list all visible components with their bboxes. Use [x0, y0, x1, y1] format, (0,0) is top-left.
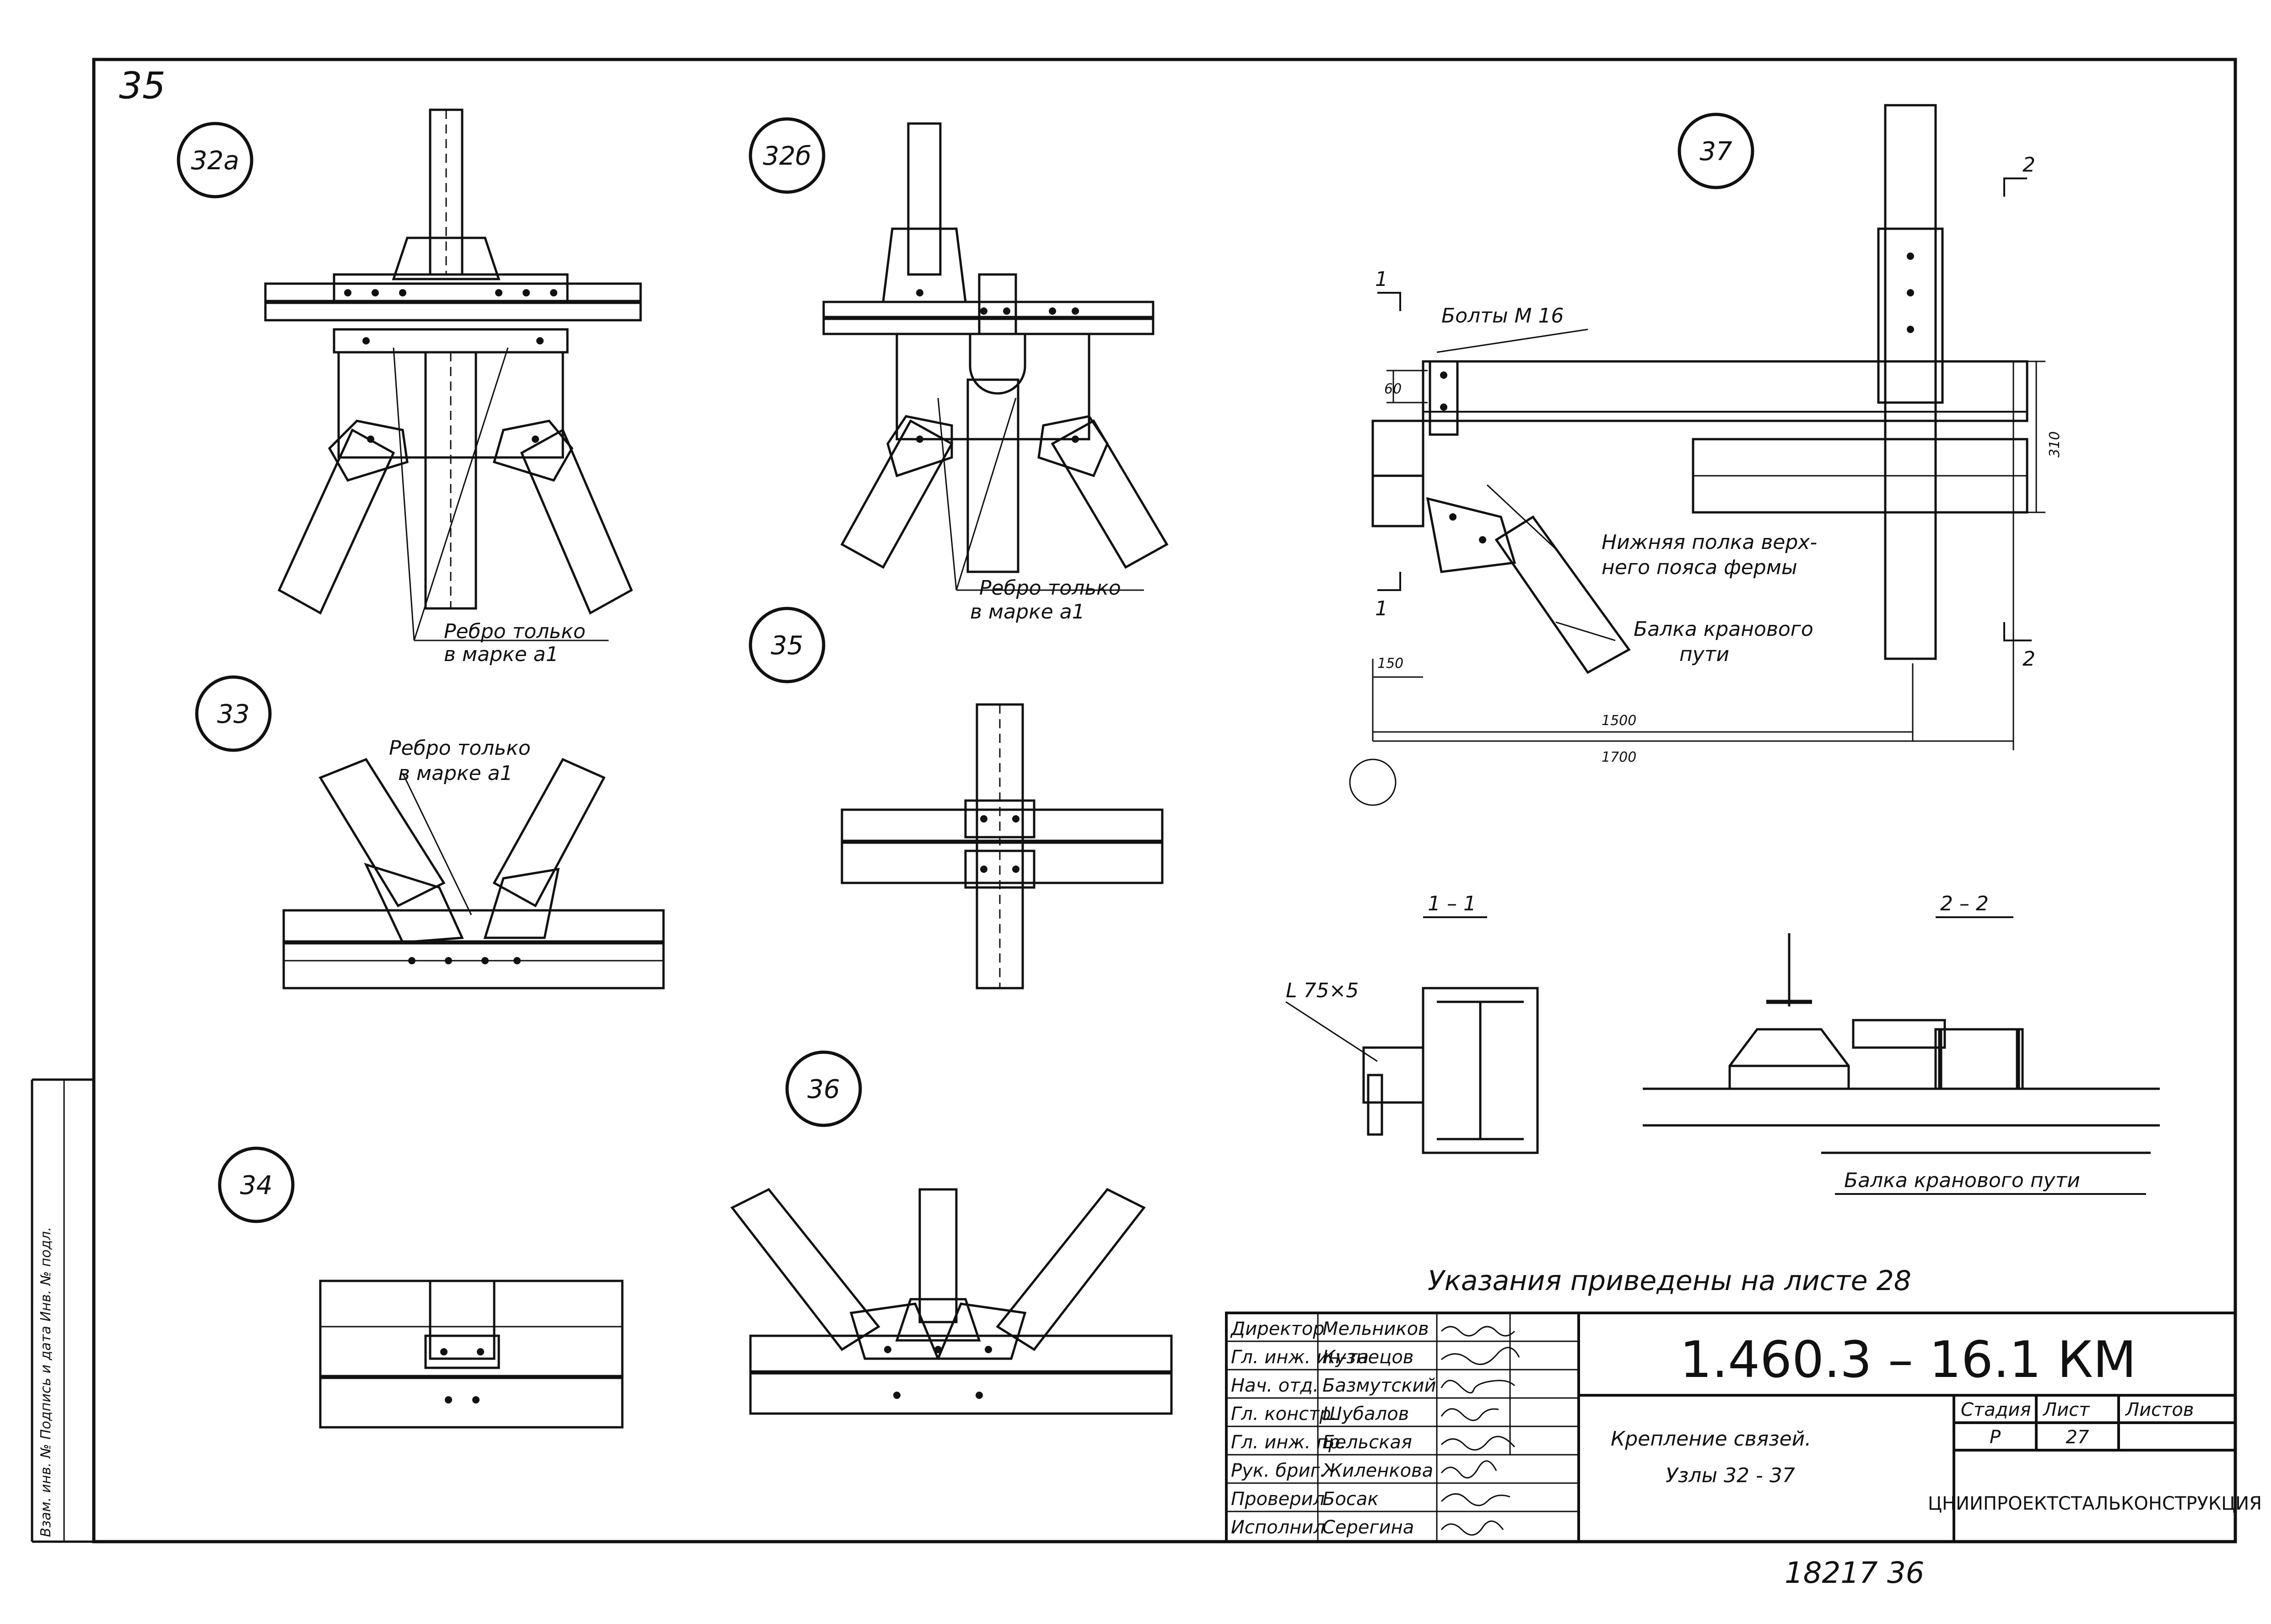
sheet-header: Лист [2042, 1399, 2090, 1420]
sheet-frame [31, 58, 2237, 1543]
signatures [1440, 1326, 1520, 1536]
staff-role-4: Гл. инж. пр. [1231, 1432, 1346, 1453]
node-32a-rib-note-2: в марке а1 [444, 643, 559, 666]
staff-name-1: Кузнецов [1322, 1347, 1413, 1368]
sheets-header: Листов [2125, 1399, 2194, 1420]
node-32b-rib-note-2: в марке а1 [970, 600, 1085, 624]
node-36: 36 [730, 1050, 1173, 1415]
node-32b-rib-note-1: Ребро только [979, 576, 1121, 600]
node-32a: 32а [177, 108, 642, 666]
cut-1-top: 1 [1375, 268, 1388, 291]
cut-1-bottom: 1 [1375, 597, 1388, 620]
angle-label: L 75×5 [1286, 979, 1359, 1002]
staff-name-2: Базмутский [1322, 1375, 1436, 1396]
footer-number: 18217 36 [1785, 1556, 1924, 1590]
node-37-label: 37 [1699, 137, 1732, 167]
section-2-2-title: 2 – 2 [1940, 892, 1989, 915]
side-margin-text: Взам. инв. № Подпись и дата Инв. № подл. [38, 1227, 54, 1537]
staff-role-0: Директор [1230, 1318, 1325, 1339]
section-2-2-beam-label: Балка кранового пути [1844, 1169, 2080, 1192]
dim-1700: 1700 [1602, 749, 1636, 765]
crane-beam-label-1: Балка кранового [1634, 618, 1813, 641]
staff-role-6: Проверил [1231, 1489, 1325, 1510]
node-34-label: 34 [240, 1171, 272, 1200]
cut-2-top: 2 [2023, 153, 2035, 177]
lower-flange-label-2: него пояса фермы [1602, 556, 1797, 579]
node-35-marker [749, 607, 825, 683]
dim-310: 310 [2047, 431, 2063, 457]
title-block: 1.460.3 – 16.1 КМ Крепление связей. Узлы… [1225, 1312, 2262, 1543]
stage-value: Р [1990, 1427, 2001, 1448]
node-34: 34 [218, 1146, 624, 1429]
node-32a-marker [177, 122, 254, 199]
dim-150: 150 [1377, 656, 1403, 672]
staff-role-7: Исполнил [1231, 1517, 1325, 1538]
node-32b-marker [749, 117, 825, 194]
organization-name: ЦНИИПРОЕКТСТАЛЬКОНСТРУКЦИЯ [1928, 1493, 2262, 1514]
node-33-marker [195, 675, 272, 752]
node-32a-rib-note-1: Ребро только [444, 620, 586, 643]
staff-role-3: Гл. констр. [1231, 1404, 1337, 1425]
section-2-2: 2 – 2 Балка кранового пути [1643, 892, 2160, 1195]
staff-name-3: Шубалов [1322, 1404, 1409, 1425]
crane-beam-label-2: пути [1679, 643, 1729, 666]
doc-code: 1.460.3 – 16.1 КМ [1680, 1330, 2136, 1389]
cut-2-bottom: 2 [2023, 647, 2035, 671]
dim-1500: 1500 [1602, 713, 1636, 729]
section-1-1-title: 1 – 1 [1428, 892, 1476, 915]
stage-header: Стадия [1961, 1399, 2031, 1420]
node-32b: 32б Ребро только в марке а1 [749, 117, 1169, 624]
node-33-label: 33 [217, 699, 249, 729]
sheet-value: 27 [2066, 1427, 2089, 1448]
node-32b-label: 32б [763, 141, 811, 171]
drawing-title-1: Крепление связей. [1611, 1427, 1811, 1451]
node-33-rib-note-2: в марке а1 [398, 762, 513, 785]
node-37: 37 [1349, 104, 2063, 806]
dim-60: 60 [1384, 381, 1402, 397]
sheet-corner-number: 35 [119, 65, 166, 107]
bolts-label: Болты М 16 [1441, 304, 1564, 328]
node-36-label: 36 [807, 1075, 840, 1104]
node-35: 35 [749, 607, 1164, 989]
section-1-1: 1 – 1 L 75×5 [1285, 892, 1539, 1154]
node-35-label: 35 [771, 631, 803, 661]
node-34-marker [218, 1146, 295, 1223]
node-37-marker [1678, 113, 1754, 189]
staff-role-5: Рук. бриг. [1231, 1460, 1326, 1481]
node-36-marker [785, 1050, 862, 1127]
drawing-title-2: Узлы 32 - 37 [1666, 1464, 1795, 1487]
staff-name-7: Серегина [1322, 1517, 1414, 1538]
instructions-note: Указания приведены на листе 28 [1428, 1265, 1911, 1297]
staff-name-6: Босак [1322, 1489, 1379, 1510]
node-33-rib-note-1: Ребро только [389, 737, 531, 760]
node-32a-label: 32а [191, 146, 239, 176]
staff-role-2: Нач. отд. [1231, 1375, 1319, 1396]
staff-role-1: Гл. инж. ин-та [1231, 1347, 1369, 1368]
staff-name-5: Жиленкова [1321, 1460, 1433, 1481]
node-33: 33 Ребро только в марке а1 [195, 675, 665, 989]
staff-name-0: Мельников [1322, 1318, 1429, 1339]
staff-name-4: Бельская [1322, 1432, 1412, 1453]
lower-flange-label-1: Нижняя полка верх- [1602, 531, 1817, 554]
